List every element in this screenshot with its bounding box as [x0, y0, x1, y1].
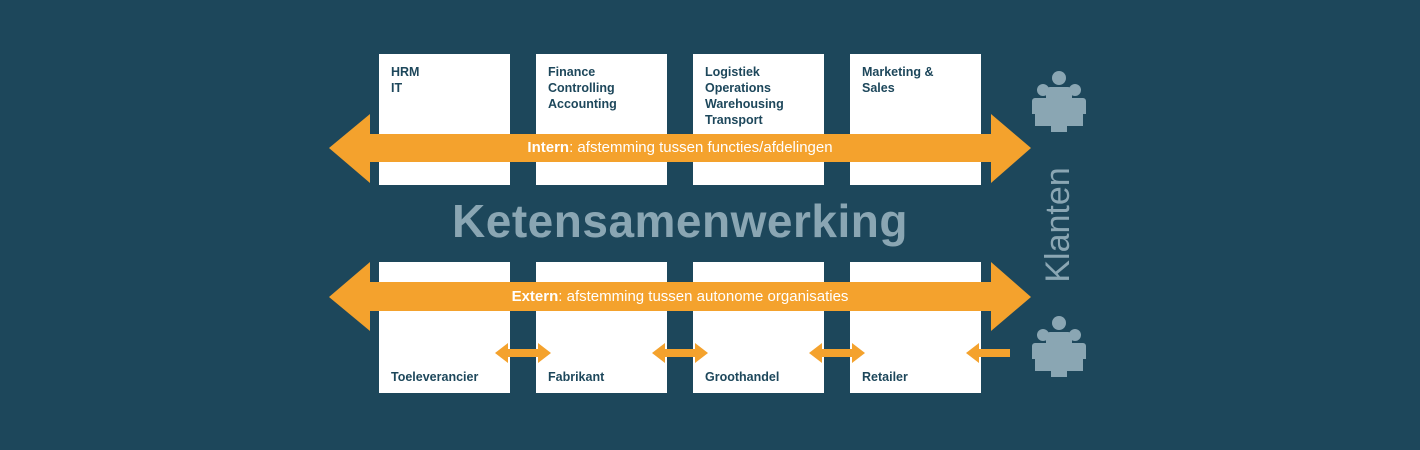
box-line: IT — [391, 81, 403, 95]
external-arrow-bold: Extern — [511, 288, 559, 305]
box-line: Operations — [705, 81, 771, 95]
box-line: Logistiek — [705, 65, 760, 79]
box-line: Sales — [862, 81, 895, 95]
box-line: HRM — [391, 65, 420, 79]
box-logistiek: Logistiek Operations Warehousing Transpo… — [693, 54, 824, 185]
internal-arrow-bold: Intern — [527, 139, 570, 156]
people-group-icon — [1032, 316, 1086, 377]
internal-arrow-desc: : afstemming tussen functies/afdelingen — [569, 139, 833, 156]
external-double-arrow — [329, 262, 1031, 331]
box-line: Controlling — [548, 81, 615, 95]
box-finance: Finance Controlling Accounting — [536, 54, 667, 185]
box-label: Fabrikant — [548, 370, 605, 384]
customer-arrow — [966, 343, 1010, 363]
box-line: Finance — [548, 65, 596, 79]
box-line: Warehousing — [705, 97, 784, 111]
link-arrow-2 — [652, 343, 708, 363]
external-arrow-text: Extern: afstemming tussen autonome organ… — [512, 287, 849, 307]
internal-arrow-text: Intern: afstemming tussen functies/afdel… — [527, 138, 832, 158]
box-line: Marketing & — [862, 65, 934, 79]
box-label: Toeleverancier — [391, 370, 479, 384]
box-label: Retailer — [862, 370, 908, 384]
link-arrow-1 — [495, 343, 551, 363]
external-arrow-desc: : afstemming tussen autonome organisatie… — [558, 288, 849, 305]
link-arrow-3 — [809, 343, 865, 363]
box-marketing: Marketing & Sales — [850, 54, 981, 185]
box-line: Transport — [705, 113, 763, 127]
diagram-title: Ketensamenwerking — [452, 195, 908, 247]
box-label: Groothandel — [705, 370, 780, 384]
internal-double-arrow — [329, 114, 1031, 183]
people-group-icon — [1032, 71, 1086, 132]
box-line: Accounting — [548, 97, 617, 111]
side-label-klanten: Klanten — [1039, 167, 1077, 283]
box-hrm-it: HRM IT — [379, 54, 510, 185]
